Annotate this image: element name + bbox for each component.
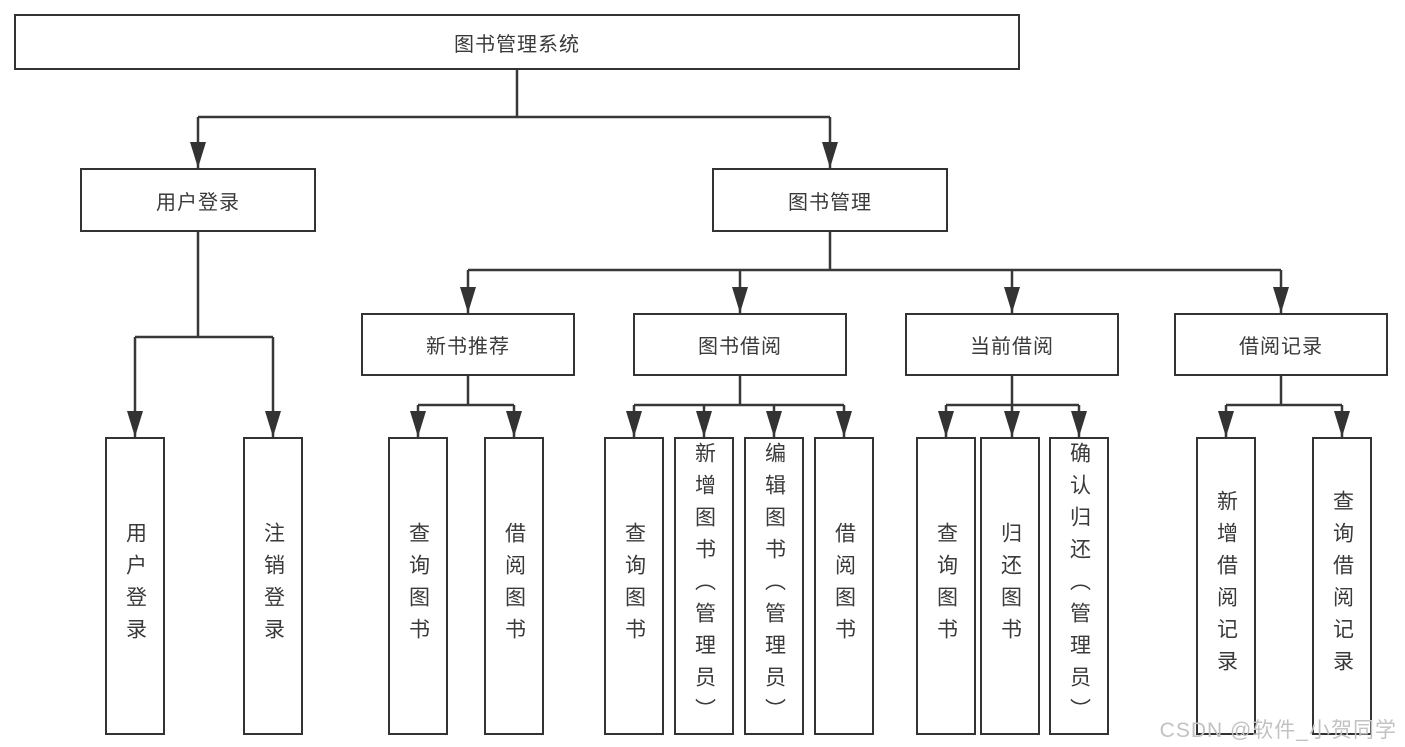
leaf-query-borrow-record: 查询借阅记录 xyxy=(1312,437,1372,735)
connector-currentborrow-to-leaves xyxy=(938,376,1087,437)
node-user-login: 用户登录 xyxy=(80,168,316,232)
leaf-borrow-books-recommend: 借阅图书 xyxy=(484,437,544,735)
leaf-add-book-admin: 新增图书（管理员） xyxy=(674,437,734,735)
connector-newbookrec-to-leaves xyxy=(410,376,522,437)
node-borrow-records: 借阅记录 xyxy=(1174,313,1388,376)
node-book-management: 图书管理 xyxy=(712,168,948,232)
leaf-query-books-recommend: 查询图书 xyxy=(388,437,448,735)
node-current-borrow: 当前借阅 xyxy=(905,313,1119,376)
leaf-user-login: 用户登录 xyxy=(105,437,165,735)
leaf-logout: 注销登录 xyxy=(243,437,303,735)
leaf-return-books: 归还图书 xyxy=(980,437,1040,735)
leaf-edit-book-admin: 编辑图书（管理员） xyxy=(744,437,804,735)
connector-borrowrecords-to-leaves xyxy=(1218,376,1350,437)
leaf-add-borrow-record: 新增借阅记录 xyxy=(1196,437,1256,735)
node-new-book-recommend: 新书推荐 xyxy=(361,313,575,376)
node-root: 图书管理系统 xyxy=(14,14,1020,70)
connector-userlogin-to-leaves xyxy=(127,232,281,437)
node-book-borrow: 图书借阅 xyxy=(633,313,847,376)
connector-bookborrow-to-leaves xyxy=(626,376,852,437)
leaf-query-books-borrow: 查询图书 xyxy=(604,437,664,735)
csdn-watermark: CSDN @软件_小贺同学 xyxy=(1159,719,1397,742)
leaf-confirm-return-admin: 确认归还（管理员） xyxy=(1049,437,1109,735)
leaf-borrow-books: 借阅图书 xyxy=(814,437,874,735)
connector-bookmgmt-to-level3 xyxy=(460,232,1289,313)
connector-root-to-level2 xyxy=(190,70,838,168)
leaf-query-books-current: 查询图书 xyxy=(916,437,976,735)
